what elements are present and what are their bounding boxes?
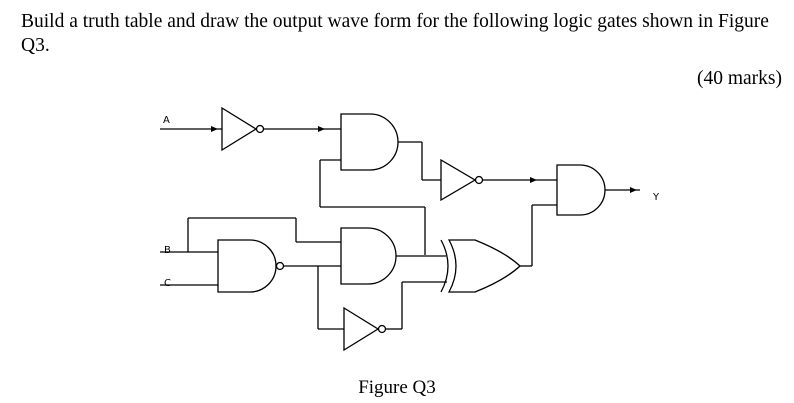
and-gate-top bbox=[340, 113, 399, 171]
circuit-wires bbox=[160, 128, 640, 330]
not-gate-middle bbox=[440, 158, 484, 202]
not-gate-a bbox=[221, 106, 265, 152]
input-label-c: C bbox=[164, 278, 171, 289]
wire-arrows bbox=[211, 126, 637, 193]
output-label-y: Y bbox=[652, 192, 660, 203]
marks-label: (40 marks) bbox=[696, 68, 782, 89]
input-label-b: B bbox=[164, 245, 171, 256]
question-text: Build a truth table and draw the output … bbox=[21, 11, 769, 56]
input-label-a: A bbox=[163, 115, 170, 126]
nand-gate-bc bbox=[217, 239, 285, 293]
and-gate-output bbox=[556, 164, 606, 216]
and-gate-middle bbox=[340, 227, 397, 285]
figure-caption: Figure Q3 bbox=[358, 377, 436, 398]
not-gate-bottom bbox=[343, 306, 387, 352]
or-gate bbox=[440, 239, 521, 293]
